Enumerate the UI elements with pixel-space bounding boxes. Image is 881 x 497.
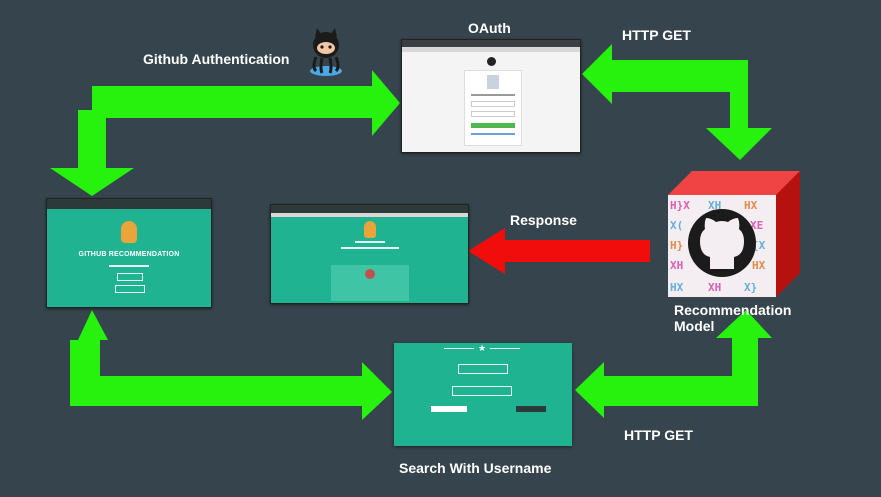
svg-text:XH: XH <box>708 281 721 294</box>
svg-text:X(: X( <box>670 219 683 232</box>
label-response: Response <box>510 212 577 228</box>
arrow-search-to-model <box>575 310 772 418</box>
svg-text:H}: H} <box>670 239 683 252</box>
octocat-icon <box>364 221 376 238</box>
svg-text:H}X: H}X <box>670 199 690 212</box>
svg-text:XH: XH <box>670 259 683 272</box>
arrow-oauth-to-model <box>582 44 772 160</box>
github-octocat-icon <box>310 28 342 76</box>
oauth-screen <box>401 39 581 153</box>
svg-text:HX: HX <box>670 281 684 294</box>
label-github-authentication: Github Authentication <box>143 51 290 67</box>
arrow-home-to-oauth <box>50 70 400 196</box>
label-http-get-top: HTTP GET <box>622 27 691 43</box>
label-search-with-username: Search With Username <box>399 460 552 476</box>
star-icon: ★ <box>478 343 487 353</box>
arrow-home-to-search <box>70 310 392 420</box>
svg-text:X}: X} <box>744 281 757 294</box>
label-http-get-bottom: HTTP GET <box>624 427 693 443</box>
svg-text:XH: XH <box>708 199 721 212</box>
arrow-model-response <box>468 228 650 274</box>
home-screen: GITHUB RECOMMENDATION <box>46 198 212 308</box>
label-oauth: OAuth <box>468 20 511 36</box>
home-title: GITHUB RECOMMENDATION <box>78 251 180 258</box>
svg-text:XE: XE <box>750 219 763 232</box>
label-recommendation-model: Recommendation Model <box>674 302 792 334</box>
results-screen <box>270 204 469 304</box>
svg-text:HX: HX <box>752 259 766 272</box>
avatar <box>365 269 375 279</box>
octocat-icon <box>121 221 137 243</box>
oauth-login-card <box>464 70 522 146</box>
search-screen: ★ <box>394 343 572 446</box>
svg-text:HX: HX <box>744 199 758 212</box>
github-logo-icon <box>487 57 496 66</box>
